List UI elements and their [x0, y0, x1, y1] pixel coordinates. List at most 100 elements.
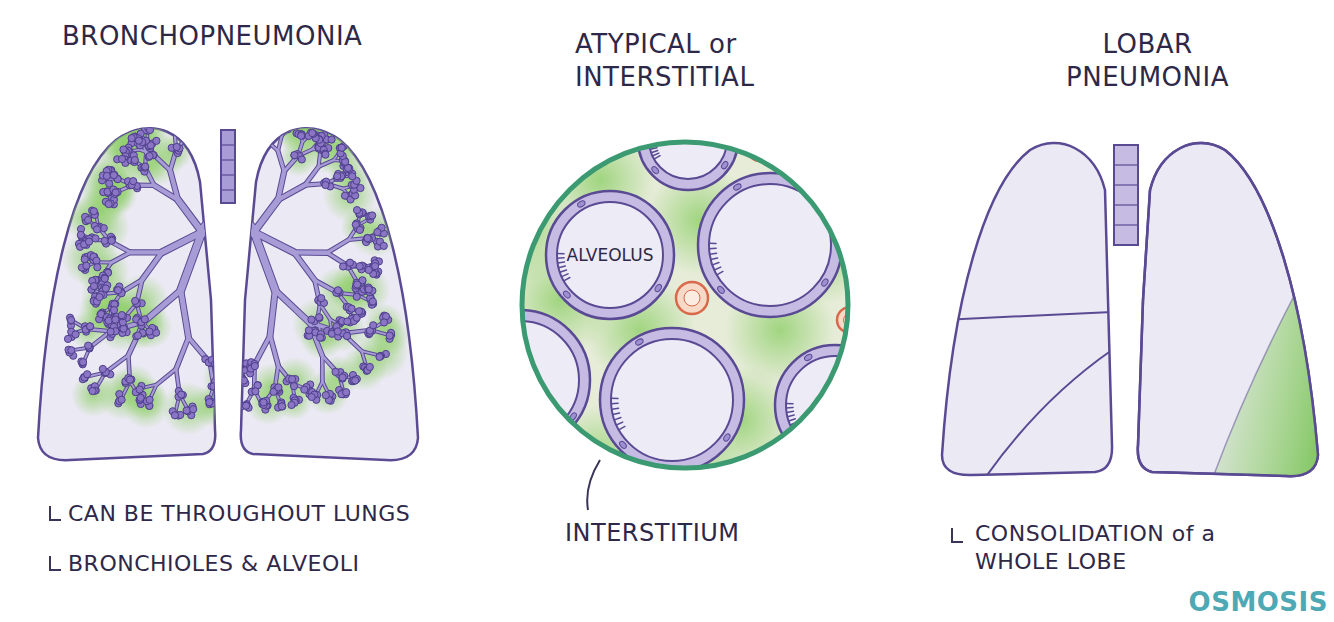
bronchus — [370, 320, 388, 330]
alveolar-sac — [210, 383, 217, 390]
bronchus — [279, 126, 281, 136]
alveolar-sac — [376, 353, 383, 360]
alveolar-sac — [219, 394, 226, 401]
alveolar-sac — [260, 399, 267, 406]
microvillus — [614, 418, 621, 420]
microvillus — [463, 392, 470, 394]
trachea-ring — [222, 144, 234, 145]
panel-title: BRONCHOPNEUMONIA — [62, 20, 362, 53]
consolidated-lobe — [1212, 292, 1334, 490]
alveolar-sac — [84, 216, 91, 223]
alveolar-sac — [105, 317, 112, 324]
infection-patch — [203, 379, 239, 415]
alveolar-sac — [321, 150, 328, 157]
microvillus — [652, 153, 658, 156]
bronchus-outline — [170, 126, 175, 136]
infection-patch — [202, 354, 248, 400]
alveolar-sac — [175, 120, 182, 127]
bronchus — [221, 377, 236, 380]
alveolar-sac — [224, 388, 231, 395]
trachea-ring — [222, 159, 234, 160]
alveolar-sac — [90, 208, 97, 215]
alveolar-sac — [79, 358, 86, 365]
alveolar-sac — [120, 146, 127, 153]
alveolar-sac — [318, 295, 325, 302]
microvillus — [560, 270, 567, 272]
alveolar-sac — [353, 207, 360, 214]
alveolar-sac — [221, 380, 228, 387]
microvillus — [611, 398, 618, 400]
alveolar-sac — [185, 127, 192, 134]
alveolar-sac — [370, 322, 377, 329]
bronchus-outline — [282, 128, 289, 137]
oblique-fissure — [985, 350, 1112, 478]
alveolar-sac — [84, 371, 91, 378]
capillary-lumen — [684, 290, 700, 306]
alveolar-sac — [77, 231, 84, 238]
alveolar-sac — [369, 298, 376, 305]
alveolar-sac — [110, 172, 117, 179]
bronchus-outline — [176, 338, 188, 369]
trachea-ring — [1115, 224, 1137, 225]
bronchus-outline — [178, 200, 202, 232]
alveolar-sac — [315, 314, 322, 321]
alveolar-sac — [380, 242, 387, 249]
alveolar-sac — [167, 124, 174, 131]
alveolar-sac — [110, 307, 117, 314]
alveolar-sac — [191, 130, 198, 137]
bronchus-outline — [111, 252, 130, 262]
bronchus-outline — [144, 290, 181, 321]
cell-nucleus — [716, 285, 725, 294]
bronchus-outline — [294, 249, 327, 256]
alveolar-sac — [354, 281, 361, 288]
bronchus-outline — [270, 335, 278, 365]
bronchus-outline — [278, 151, 284, 172]
alveolar-sac — [271, 122, 278, 129]
alveolus-space — [461, 321, 579, 439]
bronchus — [266, 140, 278, 151]
alveolar-sac — [322, 392, 329, 399]
bronchus — [128, 322, 144, 356]
alveolar-sac — [338, 144, 345, 151]
alveolar-sac — [372, 263, 379, 270]
alveolar-sac — [217, 377, 224, 384]
alveolar-sac — [251, 362, 258, 369]
alveolar-sac — [223, 393, 230, 400]
trachea-ring — [222, 174, 234, 175]
bronchus — [154, 185, 178, 200]
bracket — [50, 556, 61, 570]
cell-nucleus — [733, 183, 743, 191]
alveolar-sac — [317, 334, 324, 341]
alveolar-sac — [339, 374, 346, 381]
alveolar-sac — [171, 124, 178, 131]
alveolar-sac — [178, 391, 185, 398]
alveolar-sac — [255, 127, 262, 134]
alveolar-sac — [89, 387, 96, 394]
bronchus — [254, 232, 275, 290]
cell-nucleus — [635, 338, 645, 346]
alveolar-sac — [298, 156, 305, 163]
microvillus — [564, 278, 570, 281]
alveolar-sac — [252, 134, 259, 141]
watermark: OSMOSIS — [1189, 586, 1328, 619]
alveolar-sac — [228, 366, 235, 373]
alveolar-sac — [259, 130, 266, 137]
cell-nucleus — [562, 290, 571, 299]
microvillus — [786, 403, 793, 405]
bronchus — [278, 172, 284, 200]
bronchus-outline — [266, 140, 278, 151]
alveolar-sac — [146, 396, 153, 403]
alveolar-sac — [105, 317, 112, 324]
alveolar-sac — [377, 352, 384, 359]
alveolar-sac — [136, 386, 143, 393]
alveolar-sac — [356, 263, 363, 270]
alveolar-sac — [176, 122, 183, 129]
bronchus — [170, 126, 175, 136]
bronchus — [321, 356, 324, 382]
bronchus — [142, 252, 162, 279]
bracket — [50, 506, 61, 520]
alveolar-sac — [134, 332, 141, 339]
bronchus — [181, 290, 189, 337]
alveolus-wall — [546, 191, 674, 319]
